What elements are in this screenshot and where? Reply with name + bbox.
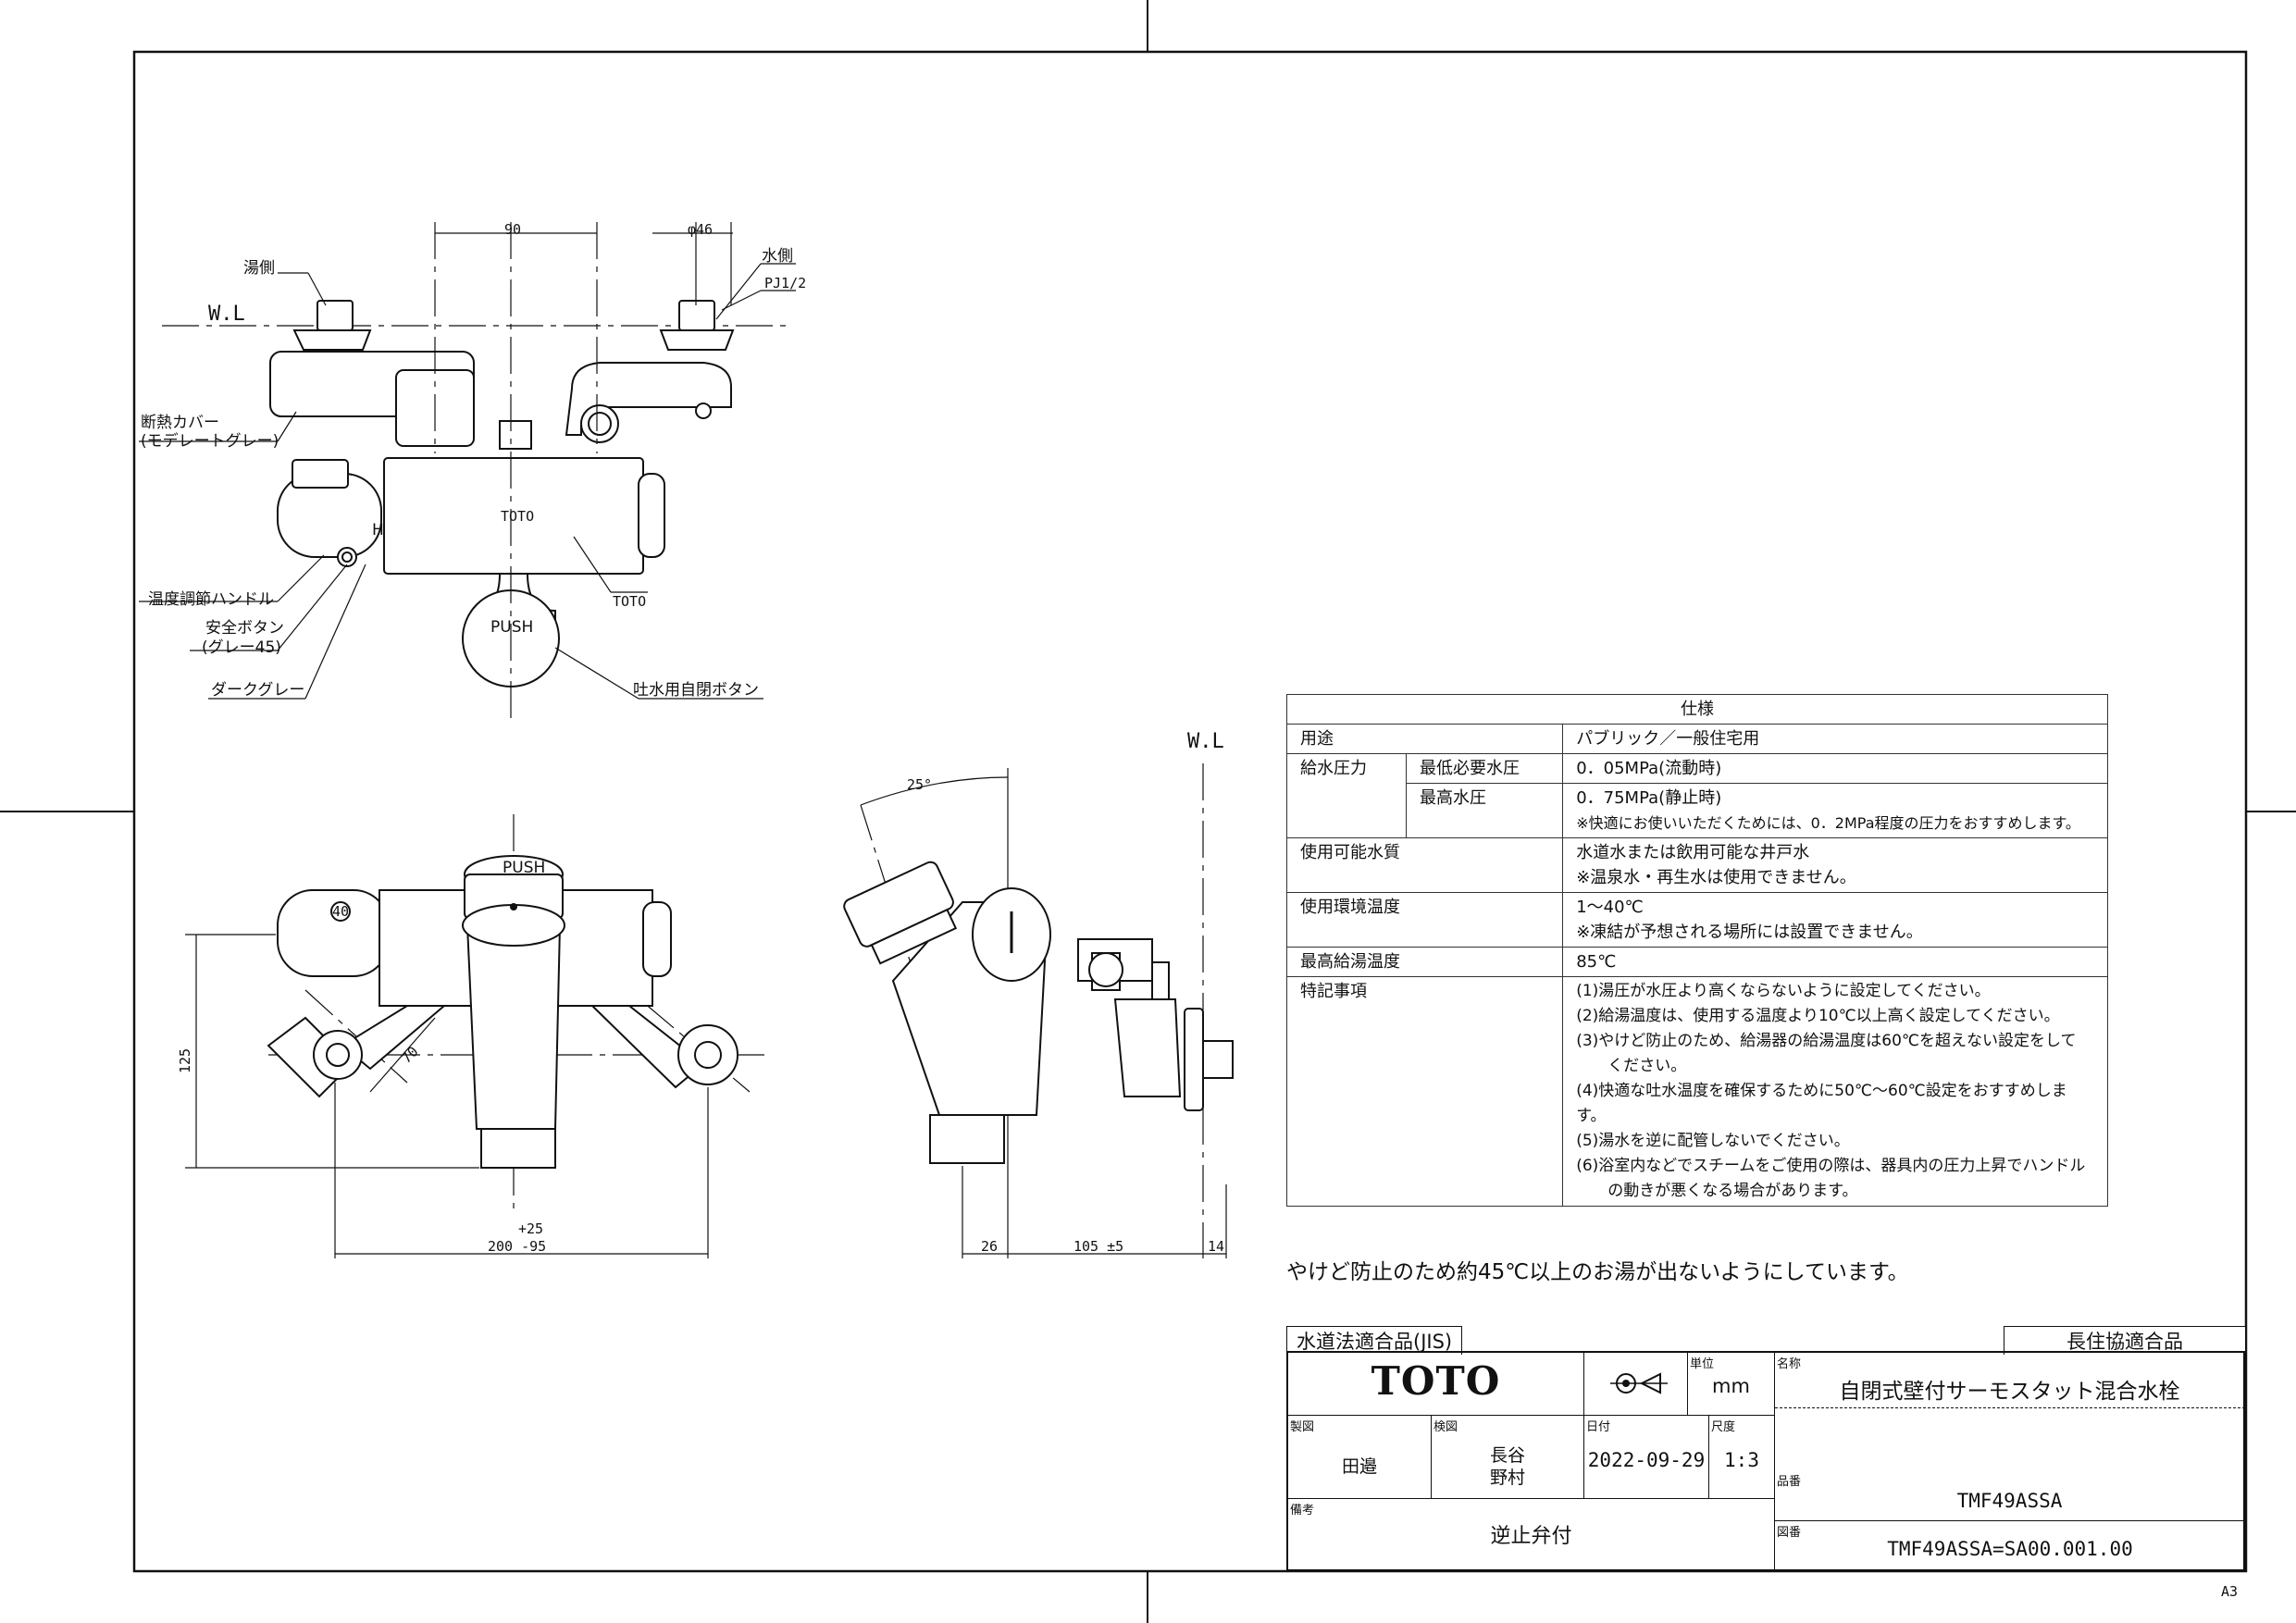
dim-200: 200 -95	[488, 1238, 546, 1255]
date-label: 日付	[1586, 1420, 1611, 1434]
toto-label: TOTO	[613, 593, 646, 610]
date-value: 2022-09-29	[1587, 1449, 1706, 1471]
dim-26: 26	[981, 1238, 998, 1255]
side-view	[843, 763, 1234, 1258]
checked-label: 検図	[1433, 1420, 1458, 1434]
unit-label: 単位	[1690, 1357, 1715, 1371]
insulation-cover-label: 断熱カバー	[141, 414, 219, 432]
spec-pressure-max-value: 0．75MPa(静止時)	[1576, 788, 1722, 808]
spec-water-value: 水道水または飲用可能な井戸水	[1576, 843, 1810, 862]
hot-side-label: 湯側	[243, 259, 275, 278]
safety-color-label: (グレー45)	[202, 638, 281, 657]
dim-14: 14	[1208, 1238, 1224, 1255]
spec-note-item: (2)給湯温度は、使用する温度より10℃以上高く設定してください。	[1576, 1007, 2060, 1025]
front-view	[162, 222, 787, 722]
drawn-by: 田邉	[1341, 1456, 1377, 1477]
front-view-dimensions	[139, 222, 796, 700]
checked-by-2: 野村	[1489, 1468, 1525, 1488]
push-label-plan: PUSH	[503, 859, 545, 877]
spec-table: 仕様 用途 パブリック／一般住宅用 給水圧力 最低必要水圧 0．05MPa(流動…	[1285, 694, 2108, 1207]
spec-water-note: ※温泉水・再生水は使用できません。	[1576, 868, 1856, 887]
spec-usage-value: パブリック／一般住宅用	[1562, 724, 2108, 754]
spec-env-label: 使用環境温度	[1285, 892, 1564, 948]
drawing-number: TMF49ASSA=SA00.001.00	[1887, 1538, 2133, 1560]
dim-70: 70	[398, 1043, 422, 1067]
scale-label: 尺度	[1711, 1420, 1736, 1434]
spout-button-label: 吐水用自閉ボタン	[633, 681, 759, 700]
insulation-color-label: (モデレートグレー)	[141, 431, 279, 451]
spec-note-item: (1)湯圧が水圧より高くならないように設定してください。	[1576, 982, 1991, 1000]
spec-note-item: (5)湯水を逆に配管しないでください。	[1576, 1132, 1850, 1150]
plan-view-dimensions	[185, 934, 709, 1258]
spec-note-item: (4)快適な吐水温度を確保するために50℃～60℃設定をおすすめします。	[1576, 1082, 2067, 1125]
temp-handle-label: 温度調節ハンドル	[148, 590, 274, 609]
spec-pressure-min-label: 最低必要水圧	[1405, 753, 1564, 784]
sheet-size: A3	[2221, 1583, 2238, 1600]
spec-note-item: (3)やけど防止のため、給湯器の給湯温度は60℃を超えない設定をして	[1576, 1032, 2077, 1050]
side-view-dimensions	[860, 776, 1227, 1258]
product-name: 自閉式壁付サーモスタット混合水栓	[1839, 1380, 2180, 1404]
spec-maxtemp-label: 最高給湯温度	[1285, 947, 1564, 977]
dim-105: 105 ±5	[1074, 1238, 1123, 1255]
plan-view	[267, 814, 768, 1212]
wl-label-side: W.L	[1187, 730, 1224, 753]
spec-note-item: の動きが悪くなる場合があります。	[1576, 1182, 1858, 1200]
name-label: 名称	[1777, 1357, 1802, 1371]
part-number: TMF49ASSA	[1956, 1490, 2063, 1512]
toto-logo: TOTO	[1371, 1358, 1501, 1404]
cert-chojukyo: 長住協適合品	[2004, 1326, 2246, 1355]
angle-25: 25°	[907, 776, 932, 793]
projection-symbol-icon	[1610, 1372, 1668, 1394]
scale-value: 1:3	[1724, 1449, 1759, 1471]
spec-note-item: (6)浴室内などでスチームをご使用の際は、器具内の圧力上昇でハンドル	[1576, 1157, 2086, 1175]
wl-label-front: W.L	[208, 303, 245, 326]
cold-side-label: 水側	[762, 247, 793, 266]
remarks-value: 逆止弁付	[1490, 1525, 1572, 1548]
spec-title: 仕様	[1286, 694, 2108, 725]
spec-note-item: ください。	[1576, 1057, 1687, 1075]
spec-env-value: 1～40℃	[1576, 898, 1644, 917]
part-label: 品番	[1777, 1475, 1802, 1489]
scald-notice: やけど防止のため約45℃以上のお湯が出ないようにしています。	[1286, 1260, 1909, 1284]
dark-gray-label: ダークグレー	[211, 681, 304, 700]
logo-mark-on-body: TOTO	[501, 508, 534, 525]
hot-h-mark: H	[372, 521, 384, 539]
dim-diameter-46: φ46	[688, 221, 713, 238]
push-label: PUSH	[490, 618, 533, 637]
spec-env-note: ※凍結が予想される場所には設置できません。	[1576, 923, 1923, 942]
dim-125: 125	[177, 1048, 193, 1073]
spec-usage-label: 用途	[1285, 724, 1564, 754]
drawing-number-label: 図番	[1777, 1526, 1802, 1540]
spec-water-label: 使用可能水質	[1285, 837, 1564, 893]
spec-pressure-label: 給水圧力	[1286, 753, 1407, 838]
spec-maxtemp-value: 85℃	[1562, 947, 2108, 977]
cert-jis: 水道法適合品(JIS)	[1286, 1326, 1463, 1355]
dial-40: 40	[332, 903, 349, 920]
drawn-label: 製図	[1290, 1420, 1315, 1434]
spec-notes-label: 特記事項	[1285, 976, 1564, 1207]
remarks-label: 備考	[1290, 1504, 1315, 1518]
dim-90: 90	[504, 221, 521, 238]
unit-value: mm	[1712, 1375, 1750, 1397]
dim-200-tolerance: +25	[518, 1220, 543, 1237]
pj-label: PJ1/2	[764, 275, 806, 291]
checked-by-1: 長谷	[1489, 1445, 1525, 1466]
spec-pressure-max-label: 最高水圧	[1405, 783, 1564, 838]
title-block: TOTO 単位 mm 名称 自閉式壁付サーモスタット混合水栓 製図 田邉 検図 …	[1286, 1351, 2245, 1571]
spec-pressure-min-value: 0．05MPa(流動時)	[1562, 753, 2108, 784]
safety-button-label: 安全ボタン	[205, 619, 284, 638]
spec-pressure-note: ※快適にお使いいただくためには、0．2MPa程度の圧力をおすすめします。	[1576, 814, 2080, 832]
